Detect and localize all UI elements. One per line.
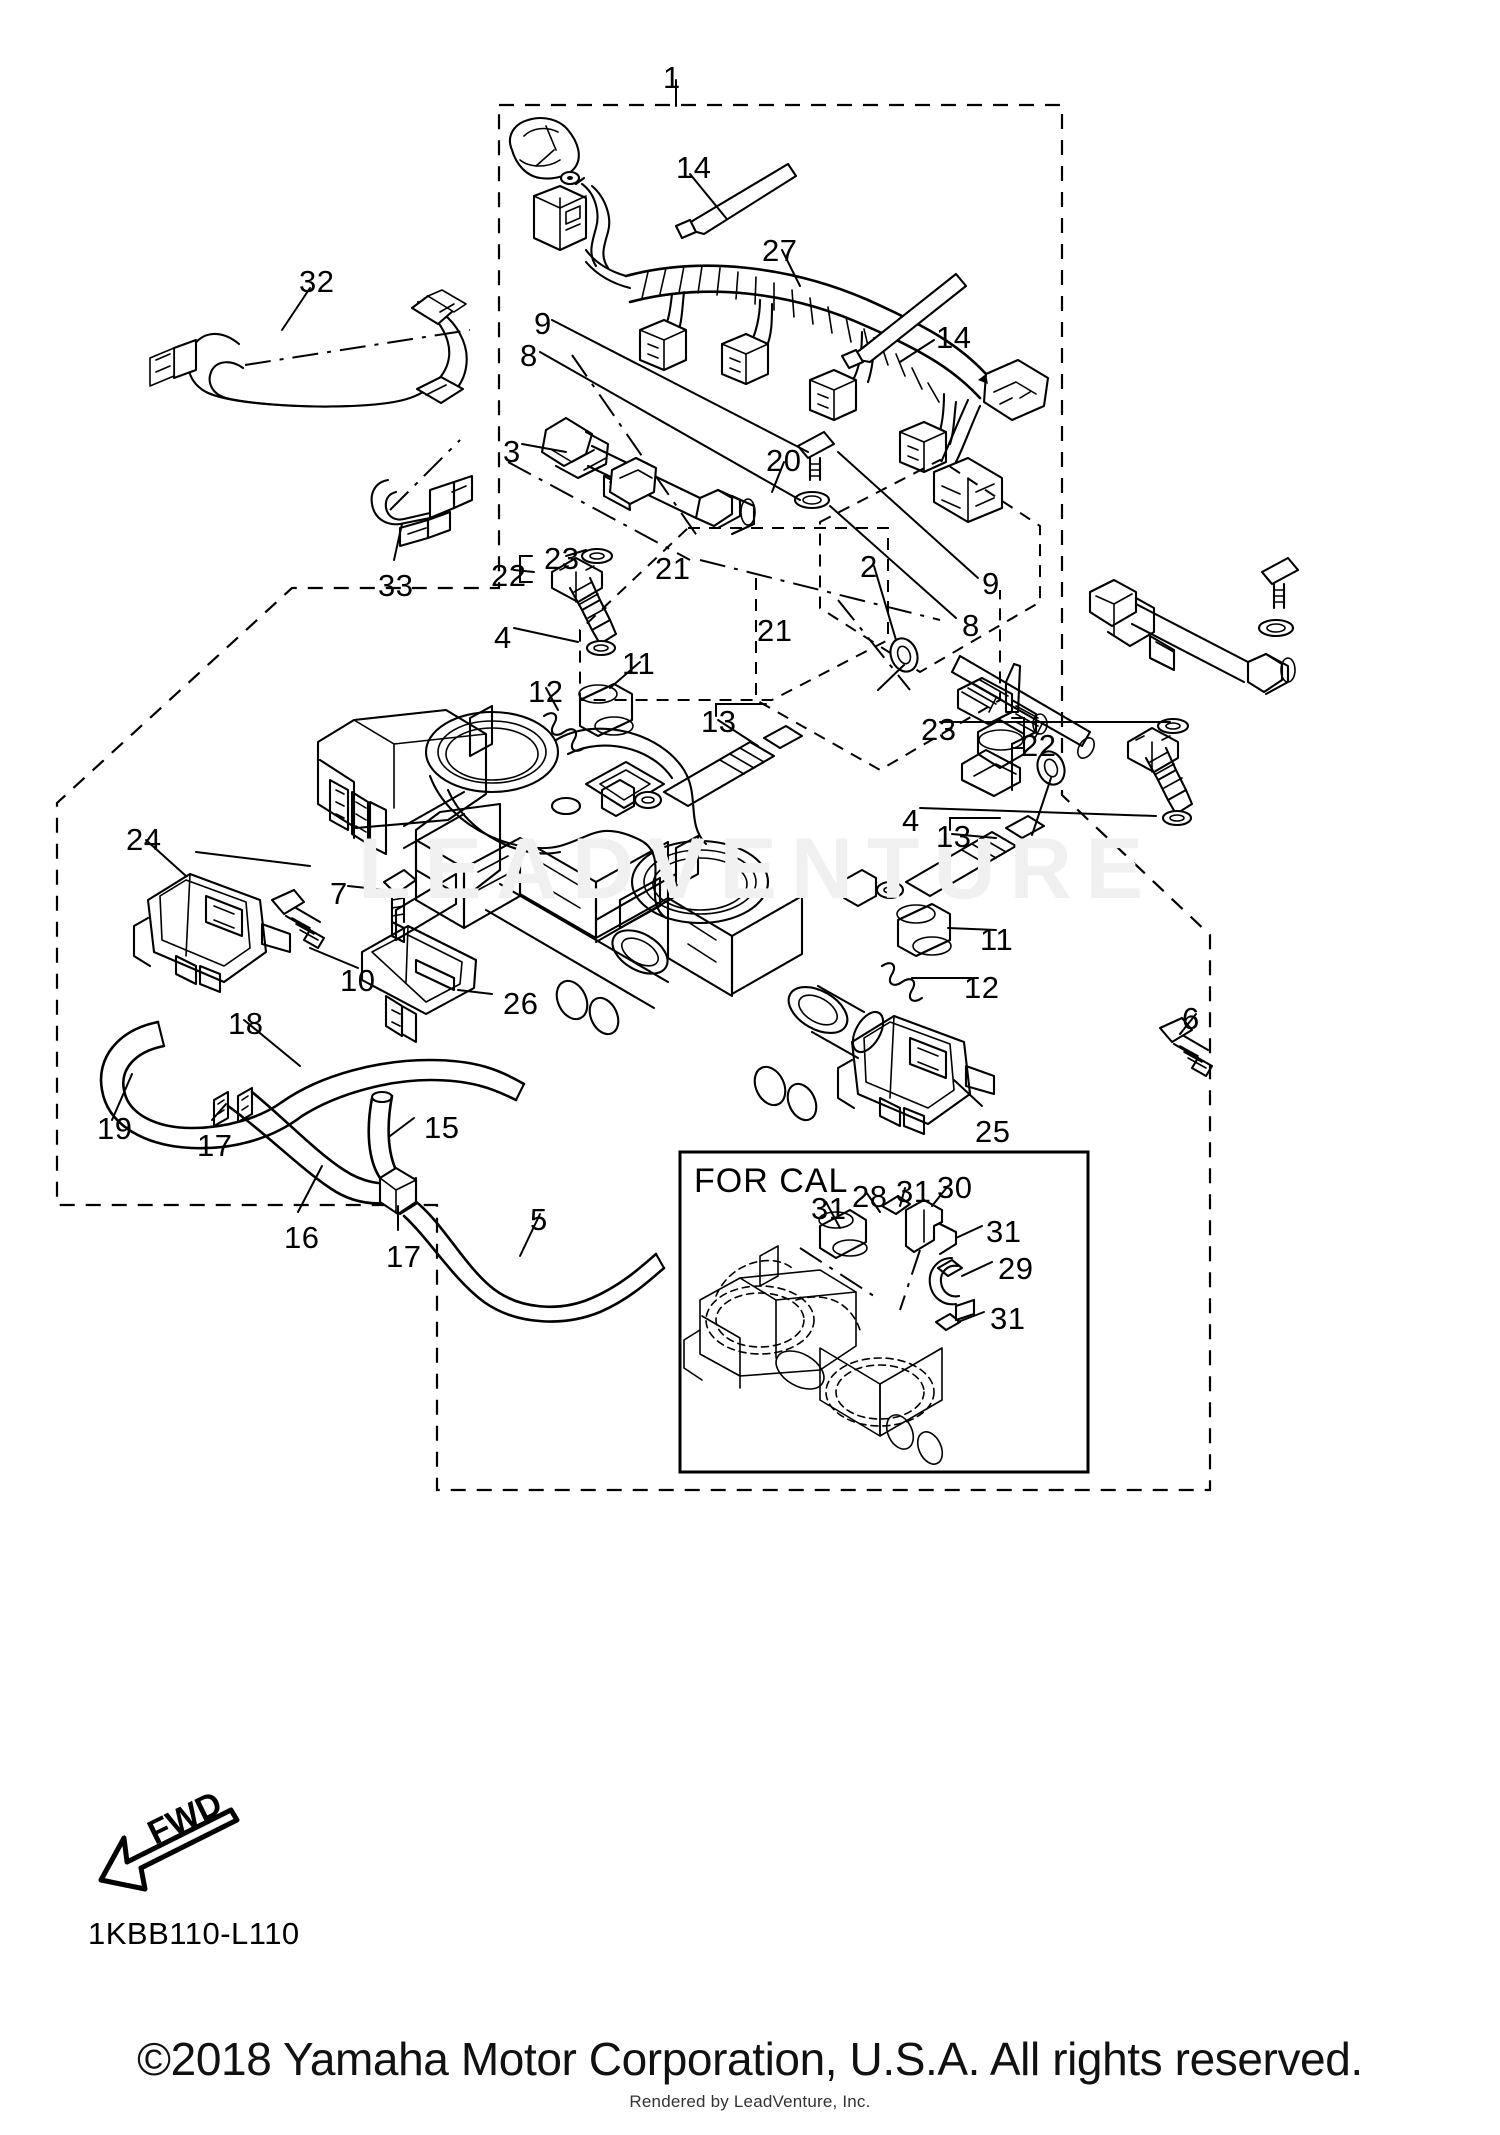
part-26-sensor xyxy=(360,868,478,1044)
rendered-by-note: Rendered by LeadVenture, Inc. xyxy=(629,2092,871,2111)
callout-number-9: 9 xyxy=(534,306,552,341)
callout-number-11: 11 xyxy=(622,646,656,681)
part-1-wire-harness xyxy=(508,116,1050,524)
callout-number-26: 26 xyxy=(503,986,539,1021)
harness-connectors xyxy=(638,318,948,474)
copyright-footer: ©2018 Yamaha Motor Corporation, U.S.A. A… xyxy=(137,2033,1363,2085)
callout-number-13: 13 xyxy=(701,704,737,739)
callout-number-1: 1 xyxy=(663,60,681,95)
bracket-13a xyxy=(715,703,767,717)
callout-number-9: 9 xyxy=(982,566,1000,601)
callout-number-33: 33 xyxy=(378,568,414,603)
callout-number-4: 4 xyxy=(494,620,512,655)
callout-number-23: 23 xyxy=(921,712,957,747)
callout-number-17: 17 xyxy=(386,1239,422,1274)
callout-number-15: 15 xyxy=(424,1110,460,1145)
callout-number-23: 23 xyxy=(544,541,580,576)
inset-for-cal xyxy=(678,1150,1090,1474)
callout-number-8: 8 xyxy=(520,338,538,373)
callout-number-27: 27 xyxy=(762,233,798,268)
part-20-fuel-pipe xyxy=(755,458,1095,836)
callout-number-21: 21 xyxy=(655,551,691,586)
callout-number-10: 10 xyxy=(340,963,376,998)
callout-number-8: 8 xyxy=(962,608,980,643)
callout-number-5: 5 xyxy=(530,1202,548,1237)
bracket-13b xyxy=(949,817,1001,831)
callout-number-31: 31 xyxy=(811,1191,847,1226)
diagram-part-number: 1KBB110-L110 xyxy=(88,1916,300,1951)
callout-number-19: 19 xyxy=(97,1111,133,1146)
callout-number-7: 7 xyxy=(330,876,348,911)
part-14-cable-tie-upper xyxy=(674,162,798,240)
small-parts-right xyxy=(842,814,1046,1002)
callout-number-14: 14 xyxy=(936,320,972,355)
callout-number-20: 20 xyxy=(766,443,802,478)
callout-number-28: 28 xyxy=(852,1179,888,1214)
bracket-22-right xyxy=(1011,717,1025,749)
callout-number-12: 12 xyxy=(964,970,1000,1005)
hoses-lower xyxy=(99,1020,666,1323)
callout-number-12: 12 xyxy=(528,674,564,709)
small-parts-left xyxy=(542,682,804,818)
callout-number-22: 22 xyxy=(491,558,527,593)
part-33-clamp xyxy=(370,474,474,548)
callout-number-21: 21 xyxy=(757,613,793,648)
callout-number-6: 6 xyxy=(1182,1001,1200,1036)
callout-number-4: 4 xyxy=(902,803,920,838)
callout-number-24: 24 xyxy=(126,822,162,857)
callout-leaders xyxy=(111,79,1197,1257)
inset-title-for-cal: FOR CAL xyxy=(694,1162,849,1200)
callout-number-31: 31 xyxy=(986,1214,1022,1249)
bracket-22-left xyxy=(519,555,533,583)
callout-number-30: 30 xyxy=(937,1170,973,1205)
part-32-hose xyxy=(149,289,468,408)
callout-number-32: 32 xyxy=(299,264,335,299)
callout-number-18: 18 xyxy=(228,1006,264,1041)
callout-number-31: 31 xyxy=(896,1174,932,1209)
callout-number-16: 16 xyxy=(284,1220,320,1255)
callout-number-14: 14 xyxy=(676,150,712,185)
callout-number-2: 2 xyxy=(860,549,878,584)
part-25-sensor xyxy=(836,1014,1214,1136)
callout-number-17: 17 xyxy=(197,1128,233,1163)
callout-number-11: 11 xyxy=(980,922,1014,957)
throttle-body-assembly xyxy=(316,704,885,1122)
part-2-fuel-rail-right xyxy=(1088,556,1300,827)
callout-number-25: 25 xyxy=(975,1114,1011,1149)
fwd-arrow-icon: FWD xyxy=(98,1784,240,1892)
part-24-sensor xyxy=(132,872,326,994)
watermark-text: LEADVENTURE xyxy=(358,821,1158,917)
callout-number-22: 22 xyxy=(1021,728,1057,763)
callout-number-29: 29 xyxy=(998,1251,1034,1286)
part-14-cable-tie-lower xyxy=(840,272,968,370)
callout-number-13: 13 xyxy=(936,819,972,854)
callout-number-31: 31 xyxy=(990,1301,1026,1336)
callout-number-3: 3 xyxy=(503,434,521,469)
bracket-24 xyxy=(195,851,311,867)
part-22-injector-left xyxy=(550,547,618,657)
